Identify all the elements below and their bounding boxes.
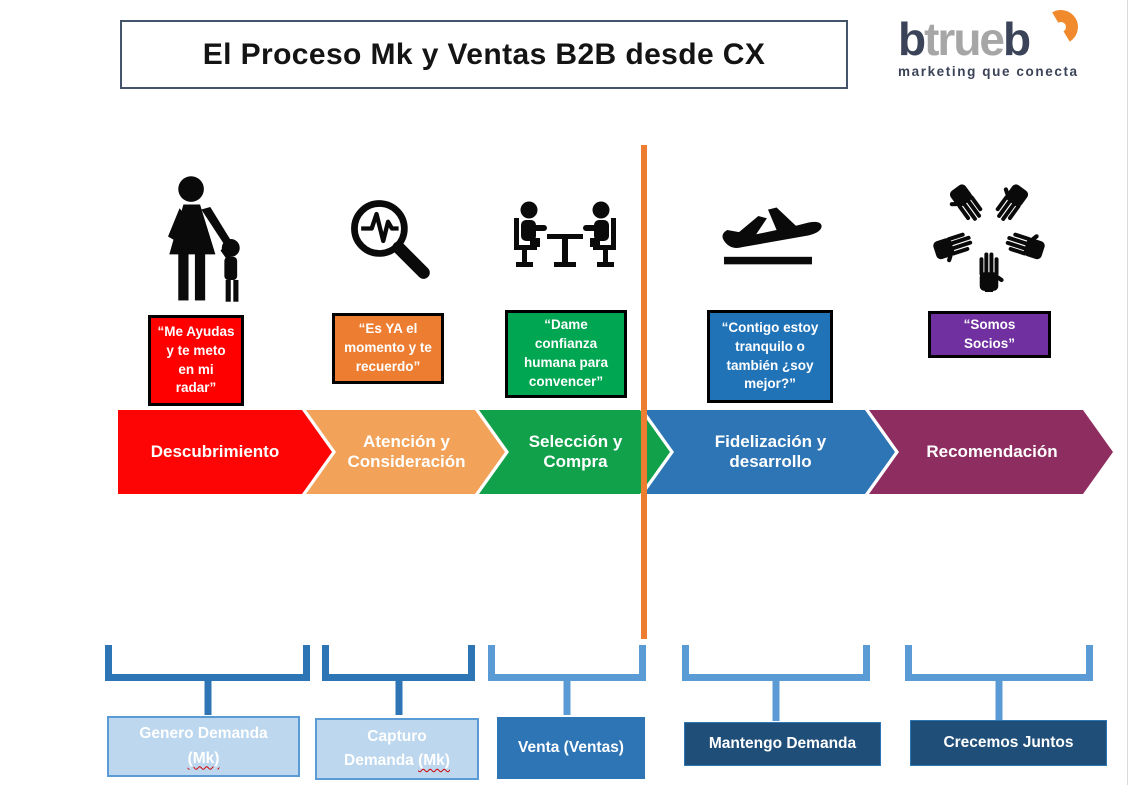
box-venta: Venta (Ventas) (497, 717, 645, 779)
mk-ventas-divider-line (641, 145, 647, 639)
box-genero-demanda: Genero Demanda (Mk) (107, 716, 300, 777)
box-label: Capturo (367, 727, 427, 745)
logo-swoosh-icon (1040, 6, 1082, 48)
box-label: Venta (Ventas) (518, 738, 624, 756)
page-title: El Proceso Mk y Ventas B2B desde CX (202, 37, 766, 71)
spellcheck-text: (Mk) (187, 749, 220, 767)
pulse-magnifier-icon (339, 192, 439, 288)
parent-child-icon (155, 175, 263, 303)
box-mantengo-demanda: Mantengo Demanda (684, 722, 881, 766)
band-stage-descubrimiento: Descubrimiento (118, 410, 332, 494)
box-label: Mantengo Demanda (708, 734, 857, 752)
logo-tagline: marketing que conecta (898, 64, 1079, 79)
box-crecemos-juntos: Crecemos Juntos (910, 720, 1107, 766)
band-stage-seleccion: Selección y Compra (479, 410, 670, 494)
logo-b1: b (898, 13, 926, 65)
quote-descubrimiento: “Me Ayudas y te meto en mi radar” (148, 315, 244, 406)
logo-b2: b (1003, 13, 1031, 65)
btrueb-logo: btrueb marketing que conecta (898, 6, 1108, 79)
bracket-venta (488, 645, 646, 681)
band-stage-recomendacion: Recomendación (869, 410, 1113, 494)
quote-seleccion: “Dame confianza humana para convencer” (505, 310, 627, 398)
band-stage-fidelizacion: Fidelización y desarrollo (644, 410, 895, 494)
box-label: Crecemos Juntos (943, 733, 1074, 751)
title-box: El Proceso Mk y Ventas B2B desde CX (120, 20, 848, 89)
quote-recomendacion: “Somos Socios” (928, 311, 1051, 358)
box-label: Genero Demanda (139, 725, 268, 743)
plane-takeoff-icon (709, 190, 827, 270)
quote-fidelizacion: “Contigo estoy tranquilo o también ¿soy … (707, 310, 833, 403)
logo-true: true (924, 13, 1005, 65)
hands-together-icon (931, 176, 1047, 292)
meeting-icon (509, 198, 621, 282)
bracket-mantengo-demanda (682, 645, 870, 681)
bracket-crecemos-juntos (905, 645, 1093, 681)
band-stage-atencion: Atención y Consideración (306, 410, 505, 494)
process-band: Descubrimiento Atención y Consideración … (118, 410, 1113, 494)
spellcheck-text: (Mk) (418, 752, 450, 769)
bracket-capturo-demanda (322, 645, 475, 681)
logo-wordmark: btrueb (898, 6, 1082, 65)
window-edge-line (1127, 0, 1128, 785)
quote-atencion: “Es YA el momento y te recuerdo” (332, 313, 444, 384)
bracket-genero-demanda (105, 645, 310, 681)
